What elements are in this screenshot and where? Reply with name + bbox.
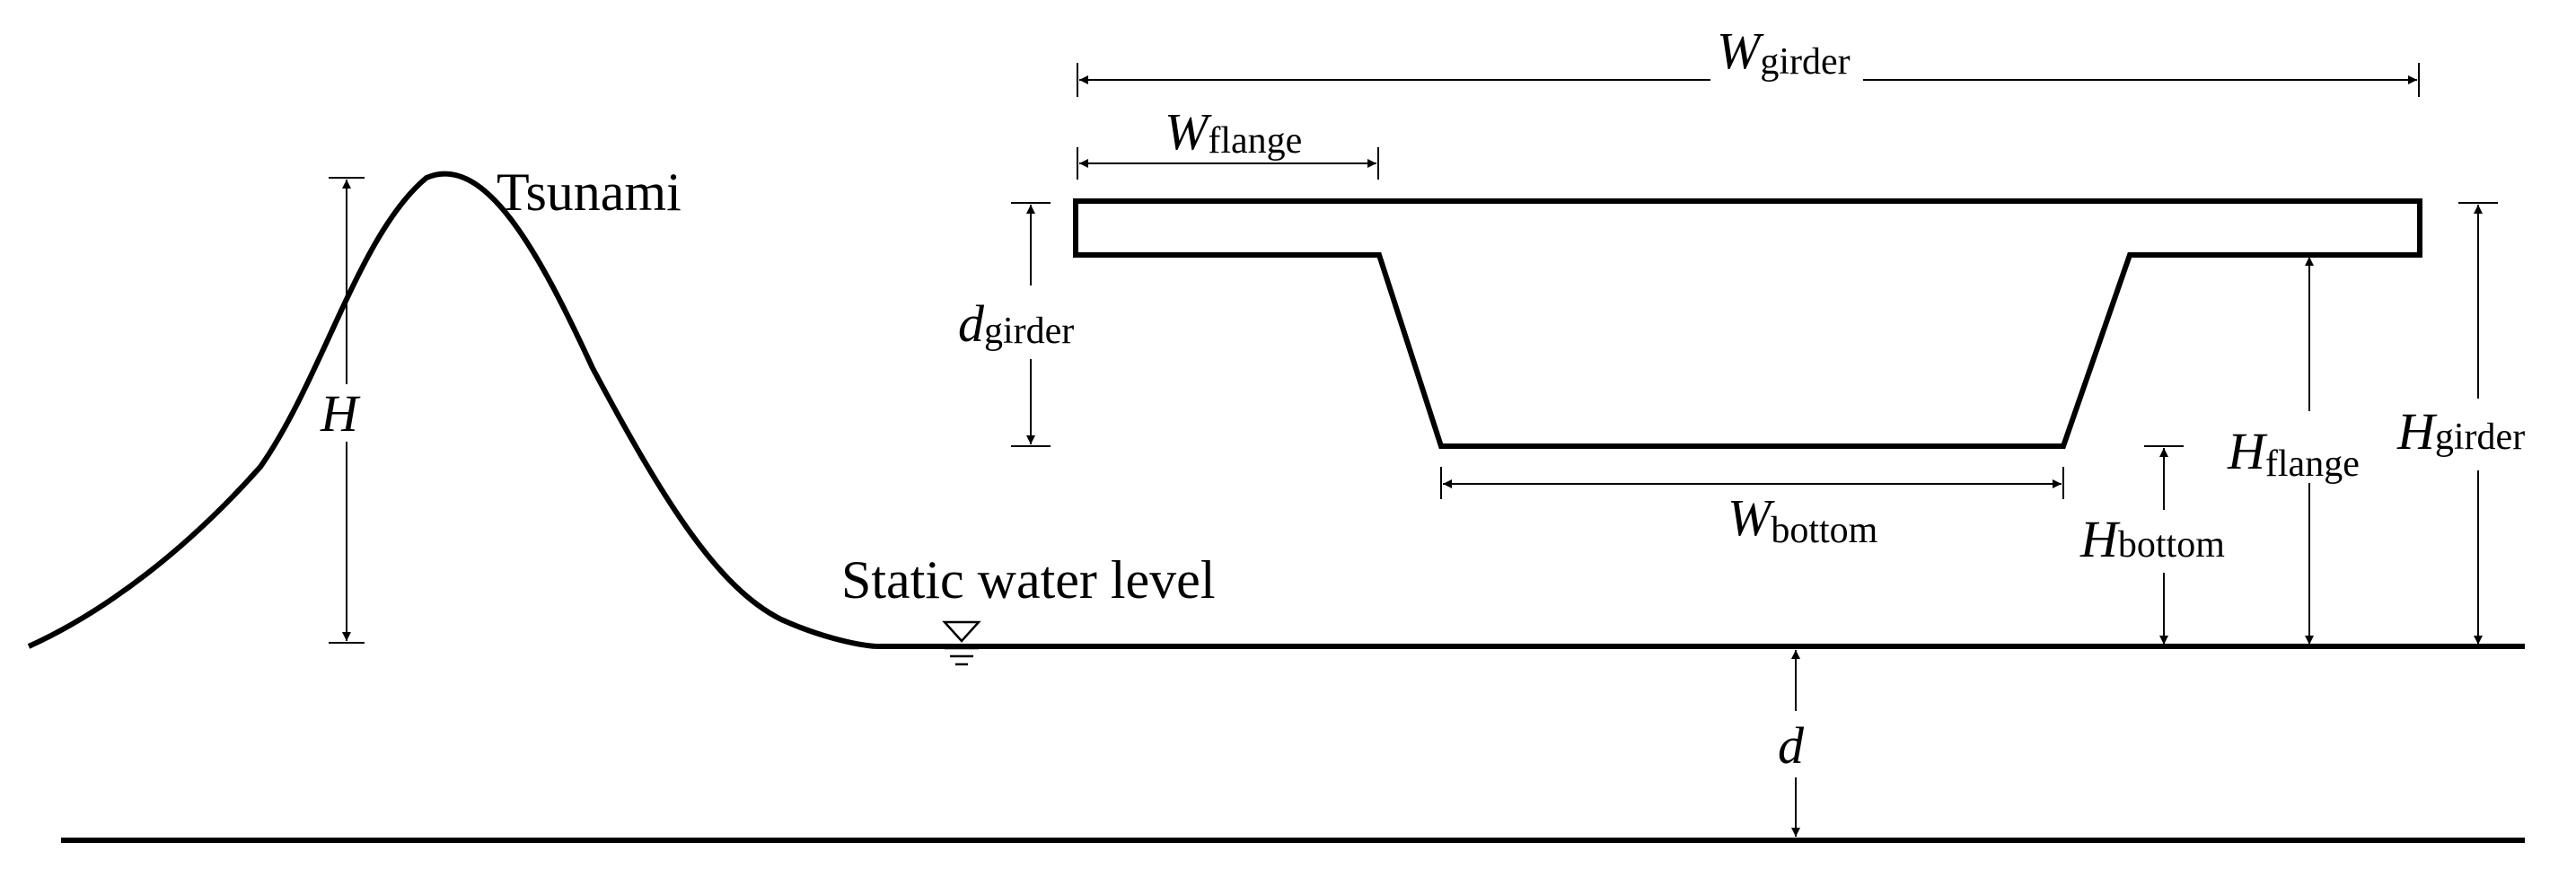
w-girder-main: W [1717,22,1764,80]
h-flange-sub: flange [2265,443,2360,485]
w-flange-sub: flange [1208,120,1302,162]
static-water-level-label: Static water level [841,550,1215,610]
dim-h-girder [2458,202,2498,645]
dim-wave-height [329,177,365,644]
h-bottom-main: H [2079,510,2121,568]
h-flange-main: H [2227,422,2268,480]
water-level-symbol [942,620,981,666]
d-girder-label: dgirder [958,294,1074,353]
tsunami-label: Tsunami [497,162,681,222]
dim-d-girder [1011,202,1051,447]
w-bottom-label: Wbottom [1728,488,1878,551]
w-girder-sub: girder [1760,41,1850,83]
d-girder-sub: girder [984,311,1074,352]
h-bottom-sub: bottom [2118,524,2225,566]
h-girder-label: Hgirder [2396,402,2525,461]
h-girder-main: H [2396,402,2438,461]
wave-height-label: H [320,384,361,443]
w-girder-label: Wgirder [1717,22,1851,83]
h-bottom-label: Hbottom [2079,510,2225,568]
water-depth-label: d [1778,716,1805,775]
dim-w-girder [1077,63,2420,97]
h-girder-sub: girder [2435,417,2525,458]
h-flange-label: Hflange [2227,422,2360,485]
tsunami-wave [27,171,876,649]
d-girder-main: d [958,294,985,353]
dim-h-bottom [2144,445,2184,645]
w-bottom-main: W [1728,488,1775,547]
girder-cross-section [1073,198,2422,449]
w-flange-main: W [1165,102,1212,161]
dim-w-flange [1077,147,1379,180]
dim-w-bottom [1440,467,2064,499]
w-bottom-sub: bottom [1771,510,1877,551]
w-flange-label: Wflange [1165,102,1302,162]
